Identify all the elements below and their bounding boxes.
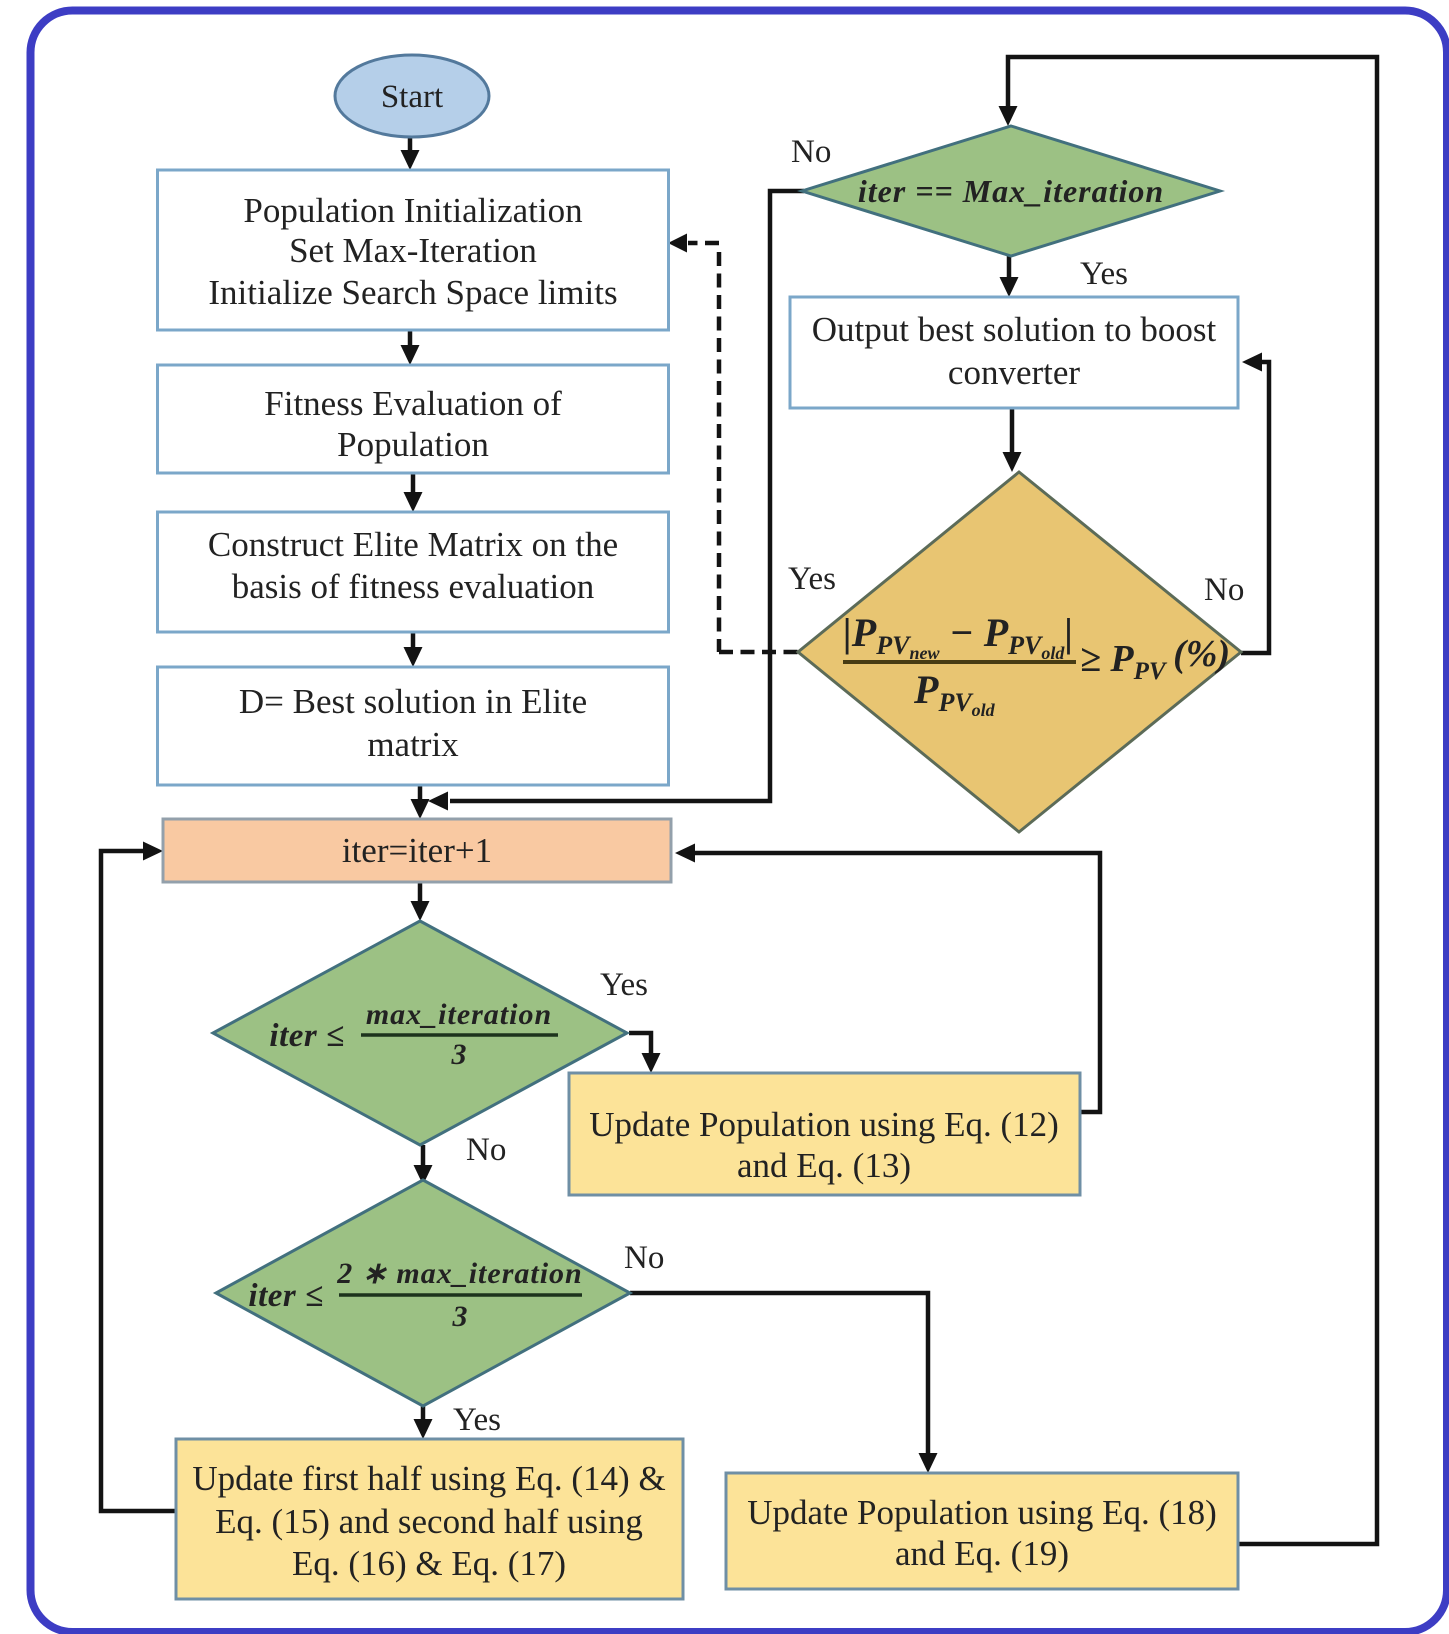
svg-text:Yes: Yes — [1080, 256, 1128, 292]
svg-text:converter: converter — [948, 353, 1080, 392]
svg-text:Update Population using Eq. (1: Update Population using Eq. (12) — [589, 1105, 1059, 1144]
svg-text:Initialize Search Space limits: Initialize Search Space limits — [208, 273, 617, 312]
svg-text:|PPVnew − PPVold|: |PPVnew − PPVold| — [843, 610, 1073, 663]
svg-text:Update first half using Eq. (1: Update first half using Eq. (14) & — [192, 1459, 665, 1498]
svg-text:basis of fitness evaluation: basis of fitness evaluation — [232, 567, 595, 606]
svg-text:2 ∗ max_iteration: 2 ∗ max_iteration — [336, 1257, 583, 1290]
svg-text:No: No — [791, 134, 831, 170]
svg-text:iter ≤: iter ≤ — [248, 1278, 323, 1314]
svg-text:and Eq. (13): and Eq. (13) — [737, 1146, 911, 1185]
svg-text:Update Population using Eq. (1: Update Population using Eq. (18) — [747, 1493, 1217, 1532]
svg-text:Eq. (16) & Eq. (17): Eq. (16) & Eq. (17) — [292, 1544, 566, 1583]
svg-text:max_iteration: max_iteration — [366, 998, 552, 1031]
svg-text:3: 3 — [451, 1038, 467, 1071]
svg-text:iter=iter+1: iter=iter+1 — [342, 831, 492, 870]
svg-text:Set Max-Iteration: Set Max-Iteration — [289, 231, 537, 270]
svg-text:No: No — [1204, 572, 1244, 608]
svg-text:Yes: Yes — [453, 1402, 501, 1438]
svg-text:D= Best solution in Elite: D= Best solution in Elite — [239, 682, 587, 721]
svg-text:Construct Elite Matrix on the: Construct Elite Matrix on the — [208, 525, 618, 564]
svg-text:Population: Population — [337, 425, 489, 464]
svg-text:3: 3 — [452, 1300, 468, 1333]
svg-text:Yes: Yes — [788, 561, 836, 597]
svg-text:Start: Start — [381, 79, 443, 115]
svg-text:Fitness Evaluation of: Fitness Evaluation of — [264, 384, 562, 423]
svg-text:No: No — [466, 1132, 506, 1168]
svg-text:Yes: Yes — [600, 967, 648, 1003]
svg-text:Eq. (15) and second half using: Eq. (15) and second half using — [215, 1502, 643, 1541]
svg-text:matrix: matrix — [367, 725, 459, 764]
svg-text:No: No — [624, 1240, 664, 1276]
svg-text:and Eq. (19): and Eq. (19) — [895, 1534, 1069, 1573]
svg-text:Population Initialization: Population Initialization — [243, 191, 582, 230]
svg-text:iter == Max_iteration: iter == Max_iteration — [858, 173, 1164, 209]
svg-text:Output best solution to boost: Output best solution to boost — [812, 310, 1217, 349]
svg-text:iter ≤: iter ≤ — [269, 1018, 344, 1054]
